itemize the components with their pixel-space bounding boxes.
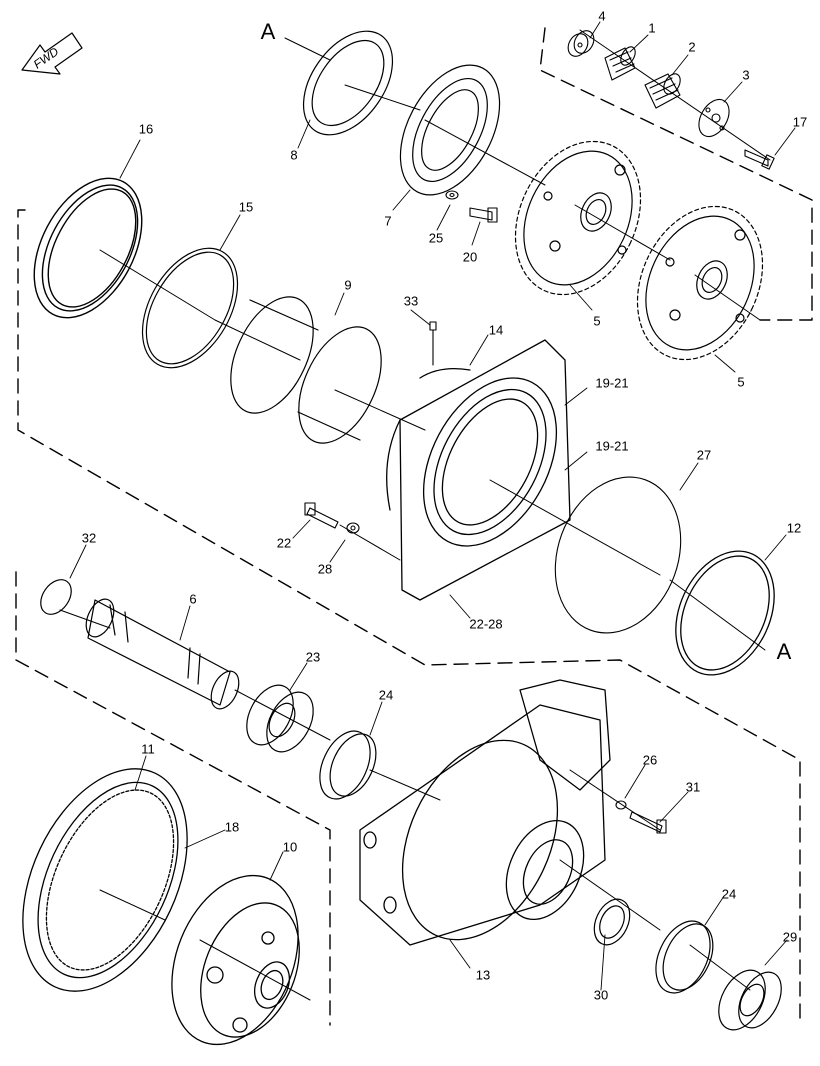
- fwd-arrow-icon: [21, 32, 83, 75]
- part-2-spring: [644, 73, 681, 109]
- callout-23: 23: [305, 649, 321, 665]
- callout-5-rear: 5: [737, 374, 745, 390]
- callout-31: 31: [685, 779, 701, 795]
- callout-4: 4: [598, 8, 606, 24]
- callout-5-front: 5: [593, 313, 601, 329]
- callout-19-21-upper: 19-21: [595, 375, 629, 391]
- part-28-washer: [346, 522, 360, 534]
- part-11-ring-gear: [22, 768, 188, 992]
- part-26-washer: [615, 800, 627, 810]
- callout-10: 10: [282, 839, 298, 855]
- part-1-spring: [604, 46, 636, 81]
- callout-22: 22: [276, 535, 292, 551]
- callout-6: 6: [189, 591, 197, 607]
- callout-30: 30: [593, 987, 609, 1003]
- part-32-snap-ring: [40, 579, 72, 615]
- part-24-cup-lower: [655, 920, 714, 994]
- part-23-bearing: [246, 684, 314, 753]
- part-8-gasket: [302, 30, 394, 136]
- callout-14: 14: [488, 322, 504, 338]
- part-14-housing: [386, 339, 571, 601]
- callout-25: 25: [428, 230, 444, 246]
- callout-26: 26: [642, 752, 658, 768]
- callout-3: 3: [742, 67, 750, 83]
- callout-12: 12: [786, 520, 802, 536]
- part-10-carrier: [171, 874, 300, 1046]
- callout-24-lower: 24: [721, 886, 737, 902]
- callout-19-21-lower: 19-21: [595, 438, 629, 454]
- part-29-bearing: [718, 969, 782, 1031]
- view-marker-bottom: A: [776, 639, 792, 664]
- group-boundaries: [15, 27, 813, 1026]
- part-5-sprocket-rear: [636, 205, 764, 361]
- callout-15: 15: [238, 199, 254, 215]
- part-22-bolt: [304, 502, 339, 529]
- callout-16: 16: [138, 121, 154, 137]
- part-4-washer: [567, 30, 595, 57]
- callout-33: 33: [403, 293, 419, 309]
- part-13-case: [359, 679, 611, 946]
- part-6-shaft: [85, 598, 240, 710]
- view-marker-top: A: [260, 19, 276, 44]
- callout-13: 13: [475, 967, 491, 983]
- part-24-cup-upper: [319, 730, 377, 800]
- part-5-sprocket-front: [514, 140, 642, 296]
- part-30-seal: [593, 898, 631, 946]
- part-16-ring: [33, 177, 143, 319]
- part-3-flange: [698, 98, 730, 138]
- part-9-sleeve: [230, 296, 382, 444]
- callout-leaders: [69, 21, 796, 991]
- callout-28: 28: [317, 561, 333, 577]
- callout-11: 11: [141, 741, 155, 757]
- callout-18: 18: [224, 819, 240, 835]
- part-27-oring: [554, 476, 682, 634]
- callout-8: 8: [290, 147, 298, 163]
- callout-32: 32: [81, 530, 97, 546]
- part-20-bolt: [469, 207, 498, 223]
- callout-9: 9: [344, 277, 352, 293]
- callout-2: 2: [688, 39, 696, 55]
- callout-1: 1: [648, 20, 656, 36]
- part-33-plug: [429, 321, 437, 366]
- part-15-ring: [141, 247, 239, 369]
- callout-17: 17: [792, 114, 808, 130]
- callout-20: 20: [462, 249, 478, 265]
- callout-29: 29: [782, 929, 798, 945]
- part-31-bolt: [629, 811, 667, 834]
- part-17-bolt: [744, 149, 775, 170]
- callout-27: 27: [696, 447, 712, 463]
- part-25-washer: [445, 190, 459, 200]
- part-12-ring: [675, 550, 775, 676]
- callout-22-28: 22-28: [469, 616, 503, 632]
- callout-7: 7: [384, 213, 392, 229]
- callout-24-upper: 24: [378, 687, 394, 703]
- part-7-bolt-ring: [399, 64, 501, 196]
